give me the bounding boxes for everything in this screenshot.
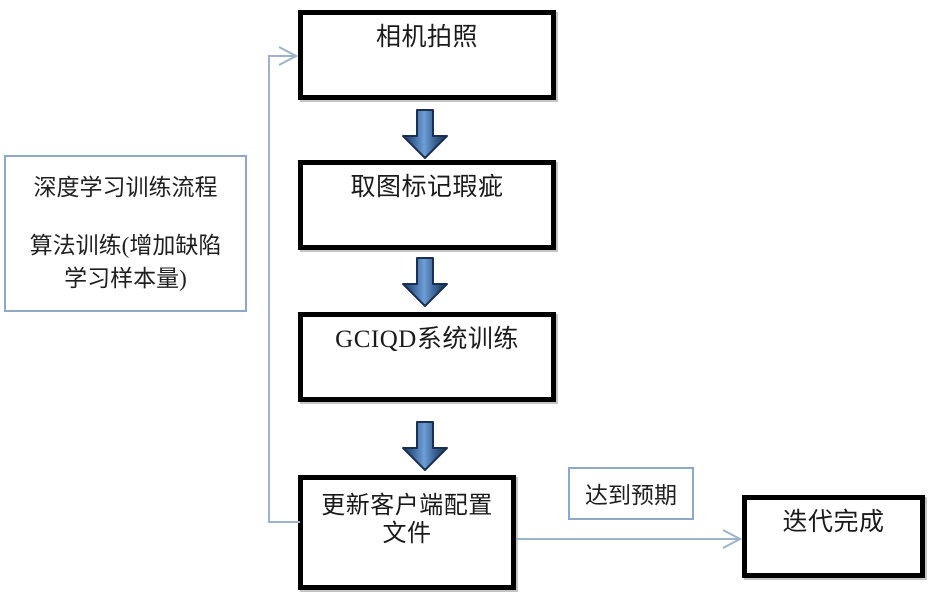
process-box-update-config-label: 更新客户端配置 文件 (321, 493, 493, 548)
process-box-gciqd-training[interactable]: GCIQD系统训练 (298, 312, 556, 402)
note-box-meets-expectation-label: 达到预期 (585, 483, 677, 508)
feedback-line-vertical (268, 55, 270, 523)
process-box-update-config[interactable]: 更新客户端配置 文件 (298, 475, 516, 590)
feedback-line-top (268, 55, 296, 57)
block-arrow-down-3 (399, 420, 451, 472)
note-box-training-process: 深度学习训练流程 算法训练(增加缺陷 学习样本量) (4, 155, 247, 312)
process-box-iteration-done[interactable]: 迭代完成 (742, 495, 925, 578)
process-box-mark-defect-label: 取图标记瑕疵 (350, 174, 504, 201)
note-line-algorithm: 算法训练(增加缺陷 学习样本量) (29, 233, 222, 292)
process-box-iteration-done-label: 迭代完成 (782, 509, 885, 536)
block-arrow-down-2 (399, 256, 451, 308)
process-box-mark-defect[interactable]: 取图标记瑕疵 (298, 160, 556, 250)
feedback-arrowhead-icon (276, 45, 299, 67)
note-box-meets-expectation: 达到预期 (568, 467, 694, 520)
process-box-camera[interactable]: 相机拍照 (298, 10, 556, 100)
block-arrow-down-1 (399, 108, 451, 160)
note-line-process: 深度学习训练流程 (33, 175, 218, 200)
result-arrowhead-icon (720, 528, 743, 550)
result-line-horizontal (516, 538, 738, 540)
feedback-line-bottom (268, 521, 300, 523)
process-box-gciqd-training-label: GCIQD系统训练 (335, 326, 519, 353)
process-box-camera-label: 相机拍照 (375, 24, 478, 51)
